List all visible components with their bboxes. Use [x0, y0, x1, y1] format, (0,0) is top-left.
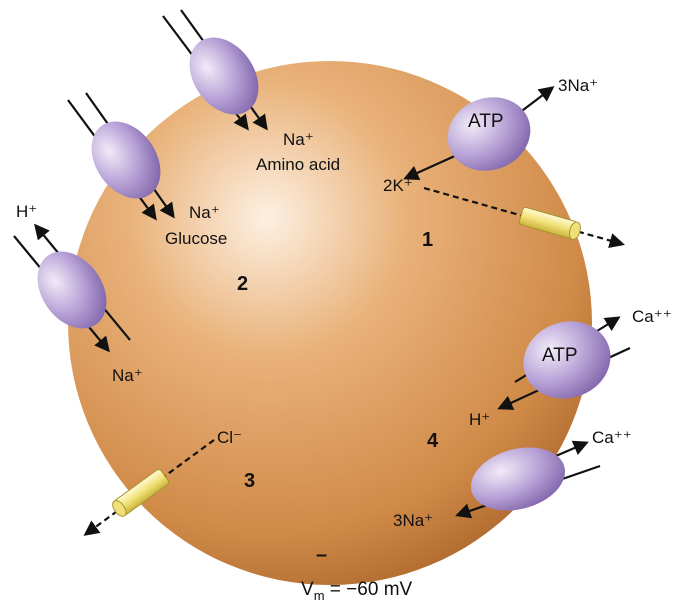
region-3: 3 — [244, 470, 255, 492]
label-h-plus-right: H⁺ — [469, 410, 490, 429]
label-na-mid: Na⁺ — [189, 203, 220, 222]
region-2: 2 — [237, 273, 248, 295]
label-amino-acid: Amino acid — [256, 155, 340, 174]
label-cl: Cl⁻ — [217, 428, 242, 447]
region-4: 4 — [427, 430, 439, 452]
na-h-exchanger — [13, 223, 131, 353]
label-ca-bottom: Ca⁺⁺ — [592, 428, 632, 447]
ca-atpase-pump: ATP — [497, 316, 631, 410]
negative-charge-sign: – — [316, 544, 327, 566]
label-na-left: Na⁺ — [112, 366, 143, 385]
cl-channel — [83, 439, 215, 536]
label-ca-top: Ca⁺⁺ — [632, 307, 672, 326]
k-leak-channel — [423, 186, 625, 249]
cell-body — [68, 61, 592, 585]
label-3na-top: 3Na⁺ — [558, 76, 598, 95]
transporter-protein — [523, 321, 611, 399]
region-1: 1 — [422, 229, 433, 251]
transporter-protein — [470, 447, 566, 511]
membrane-potential-label: Vm = −60 mV — [301, 579, 413, 603]
label-3na-bottom: 3Na⁺ — [393, 511, 433, 530]
label-atp-bottom: ATP — [542, 345, 578, 366]
na-k-atpase-pump: ATP — [403, 86, 555, 180]
na-amino-acid-cotransporter — [162, 9, 268, 131]
transporter-protein — [189, 37, 259, 115]
na-ca-exchanger — [455, 440, 601, 519]
transporter-protein — [37, 251, 107, 329]
label-atp-top: ATP — [468, 111, 504, 132]
label-glucose: Glucose — [165, 229, 227, 248]
na-glucose-cotransporter — [67, 92, 175, 221]
label-na-top: Na⁺ — [283, 130, 314, 149]
transporter-protein — [447, 97, 531, 171]
label-2k: 2K⁺ — [383, 176, 413, 195]
label-h-plus-left: H⁺ — [16, 202, 37, 221]
transporter-protein — [91, 121, 161, 199]
